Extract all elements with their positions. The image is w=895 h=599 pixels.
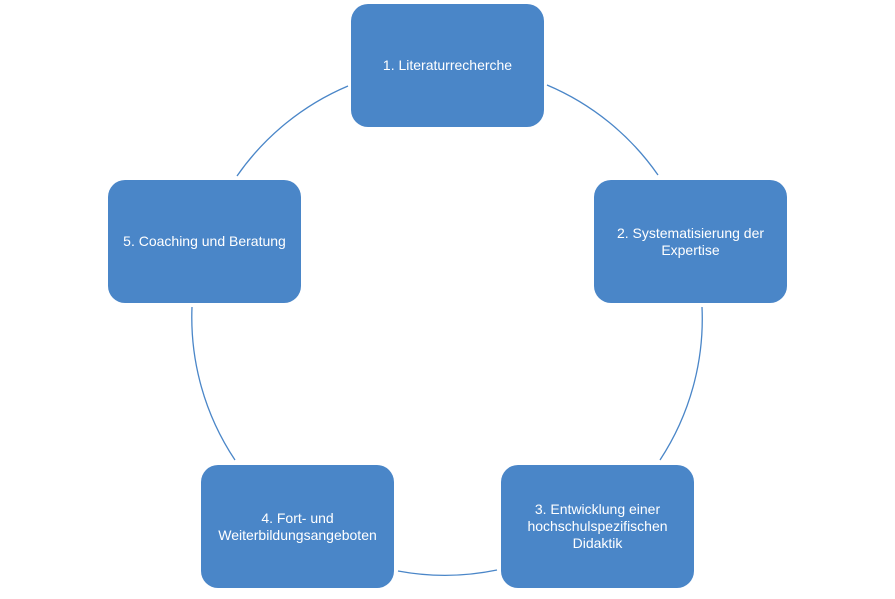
connector-4-5	[191, 306, 236, 461]
step-5-coaching-beratung: 5. Coaching und Beratung	[108, 180, 301, 303]
connector-5-1	[236, 85, 349, 177]
step-1-literaturrecherche: 1. Literaturrecherche	[351, 4, 544, 127]
connector-2-3	[659, 306, 703, 461]
step-4-label: 4. Fort- und Weiterbildungsangeboten	[218, 509, 377, 543]
step-3-entwicklung-didaktik: 3. Entwicklung einer hochschulspezifisch…	[501, 465, 694, 588]
step-5-label: 5. Coaching und Beratung	[123, 233, 286, 249]
step-1-label: 1. Literaturrecherche	[382, 57, 513, 73]
step-2-label: 2. Systematisierung der Expertise	[616, 224, 765, 258]
step-3-label: 3. Entwicklung einer hochschulspezifisch…	[527, 501, 668, 551]
step-2-systematisierung: 2. Systematisierung der Expertise	[594, 180, 787, 303]
connector-1-2	[546, 84, 659, 176]
step-4-fort-und-weiterbildung: 4. Fort- und Weiterbildungsangeboten	[201, 465, 394, 588]
connector-3-4	[397, 569, 498, 576]
